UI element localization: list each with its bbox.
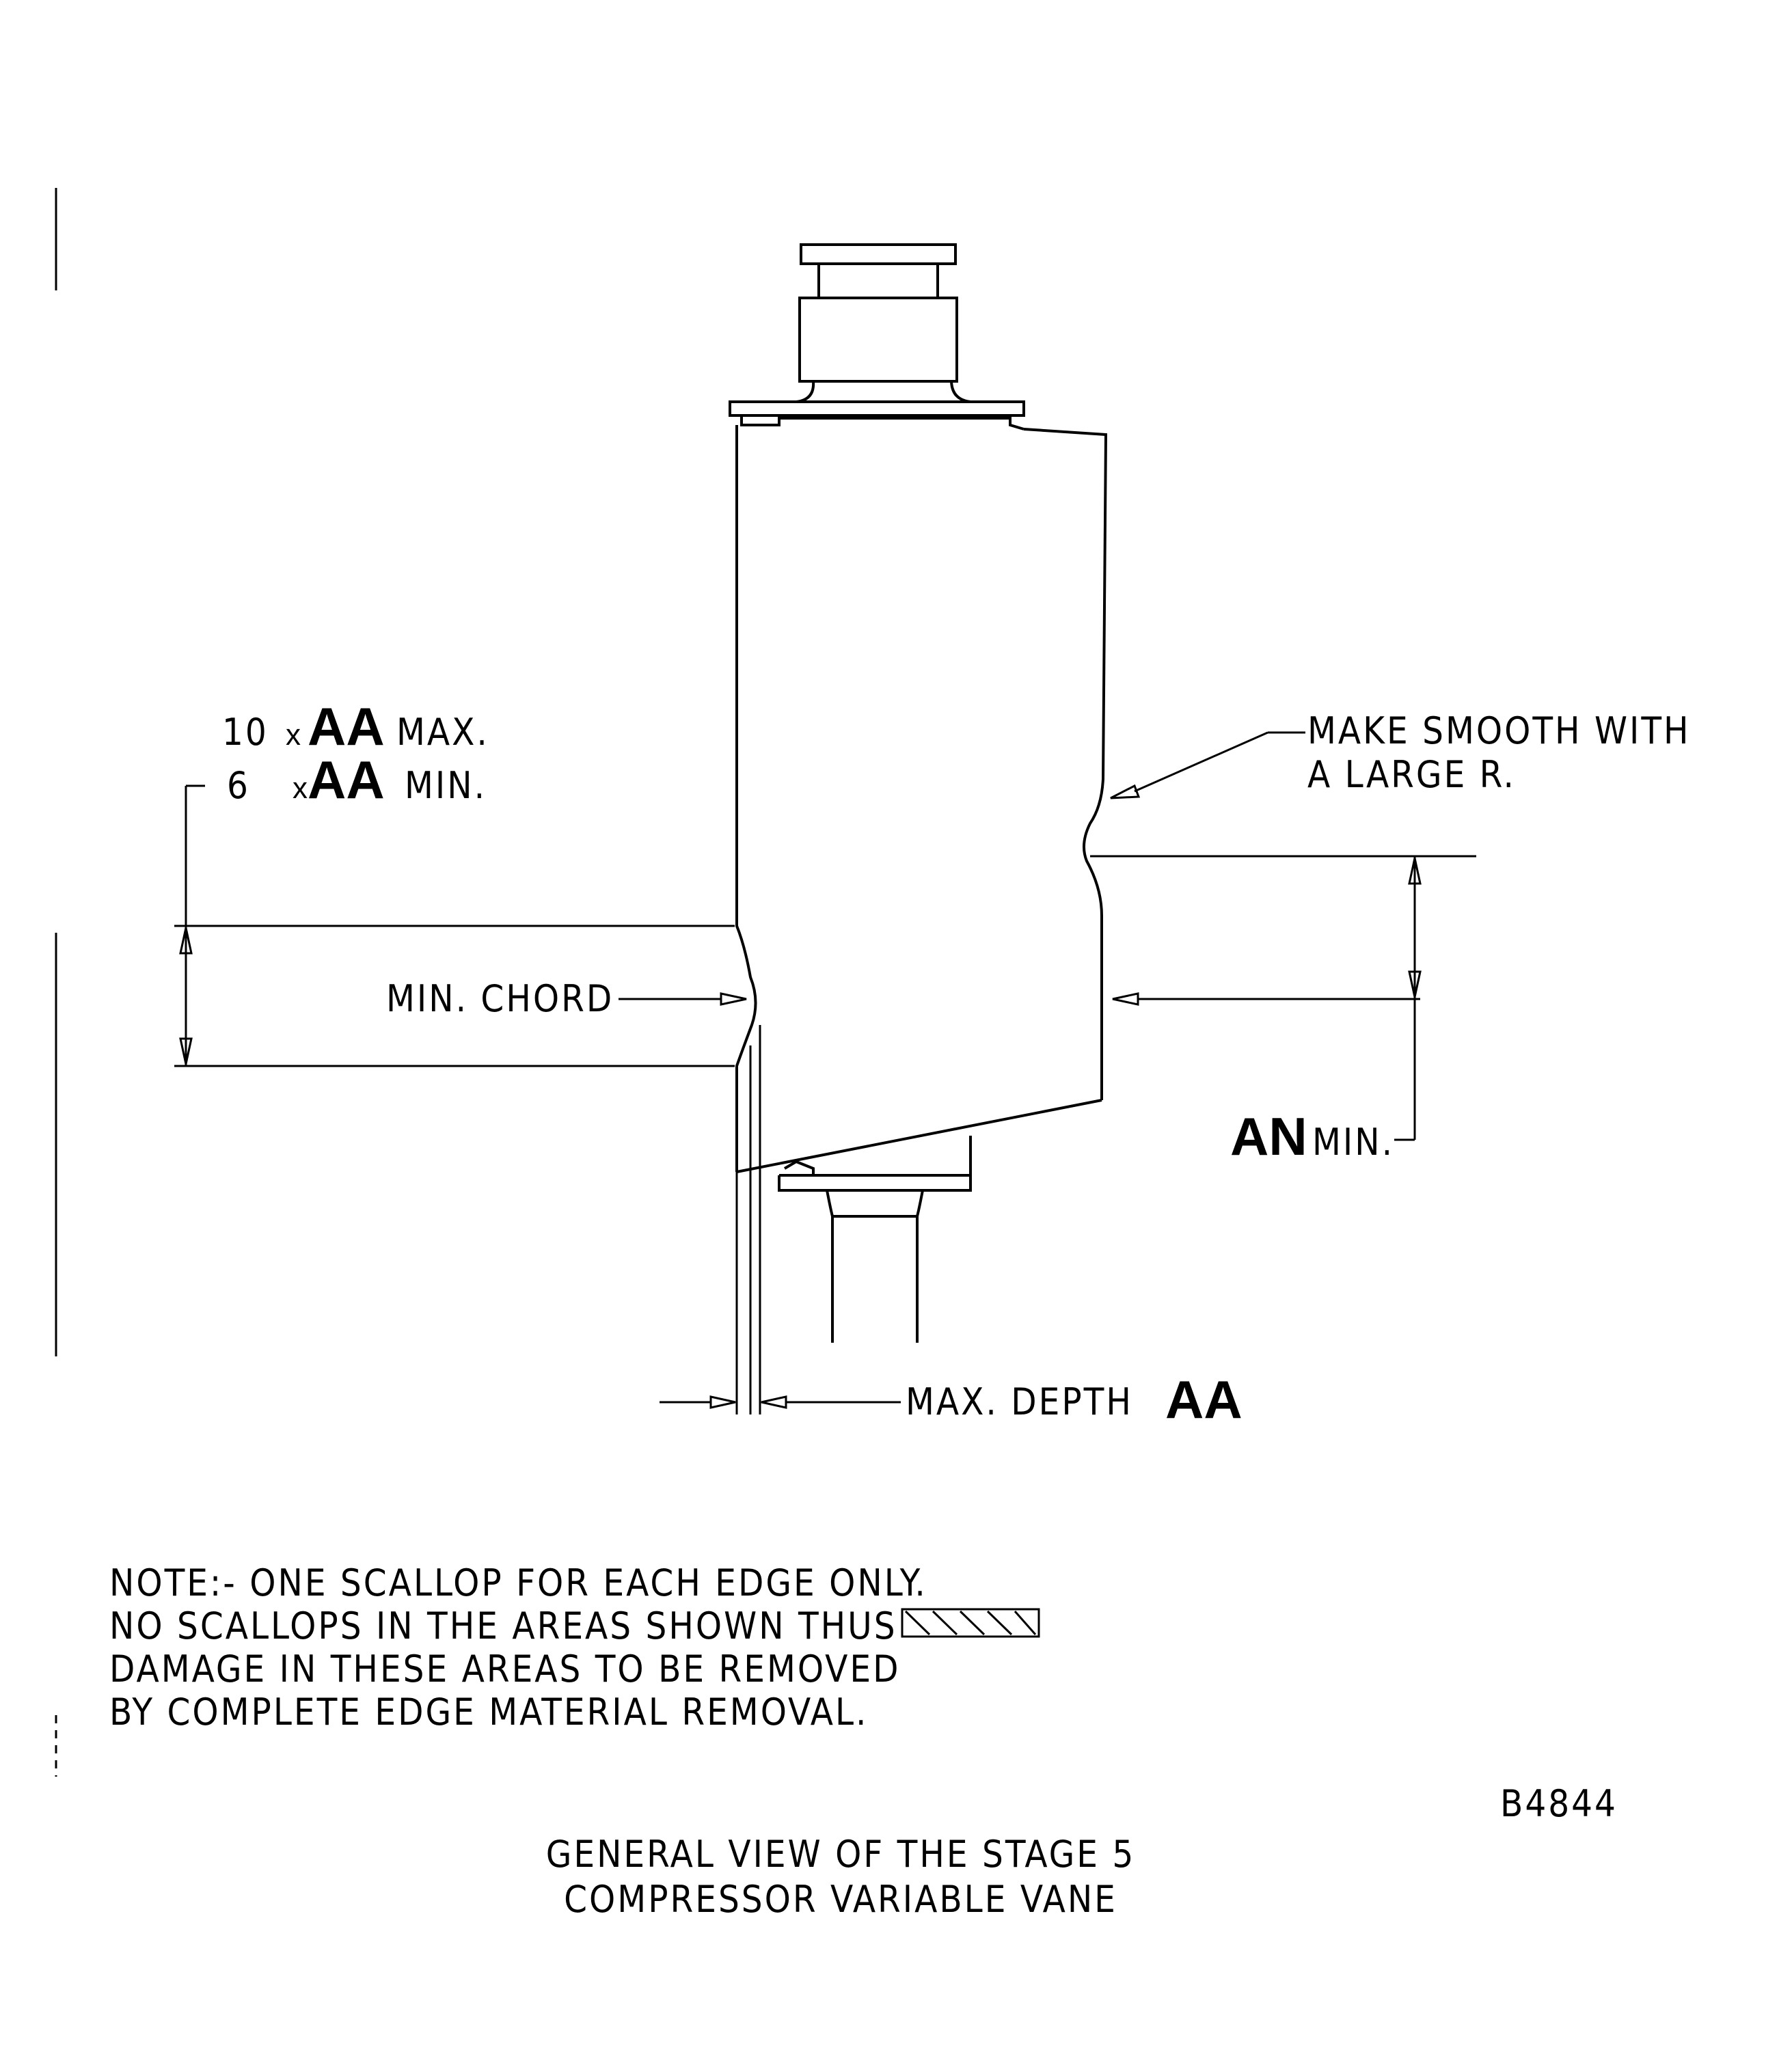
leading-edge-dimension (174, 784, 747, 1067)
note-line-4: BY COMPLETE EDGE MATERIAL REMOVAL. (109, 1691, 868, 1734)
max-multiplier-label: 10 x AA MAX. (222, 696, 489, 756)
make-smooth-label-2: A LARGE R. (1307, 753, 1516, 796)
make-smooth-label-1: MAKE SMOOTH WITH (1307, 709, 1691, 752)
an-min-label: AN MIN. (1230, 1106, 1394, 1166)
hatched-area-symbol (901, 1608, 1040, 1638)
trailing-edge-dimension (1090, 731, 1476, 1141)
vane-top-spindle (796, 243, 971, 403)
min-multiplier-label: 6 x AA MIN. (227, 750, 487, 810)
max-depth-dimension (660, 1395, 901, 1409)
caption-line-2: COMPRESSOR VARIABLE VANE (564, 1878, 1117, 1921)
note-line-2: NO SCALLOPS IN THE AREAS SHOWN THUS (109, 1604, 897, 1647)
vane-lower-spindle (778, 1136, 972, 1343)
vane-airfoil (735, 425, 1108, 1414)
max-depth-label: MAX. DEPTH AA (906, 1369, 1243, 1430)
caption-line-1: GENERAL VIEW OF THE STAGE 5 (546, 1833, 1136, 1876)
note-line-1: NOTE:- ONE SCALLOP FOR EACH EDGE ONLY. (109, 1561, 927, 1604)
note-line-3: DAMAGE IN THESE AREAS TO BE REMOVED (109, 1647, 901, 1691)
figure-id: B4844 (1500, 1782, 1618, 1825)
min-chord-label: MIN. CHORD (386, 977, 614, 1020)
vane-upper-platform (729, 400, 1025, 430)
